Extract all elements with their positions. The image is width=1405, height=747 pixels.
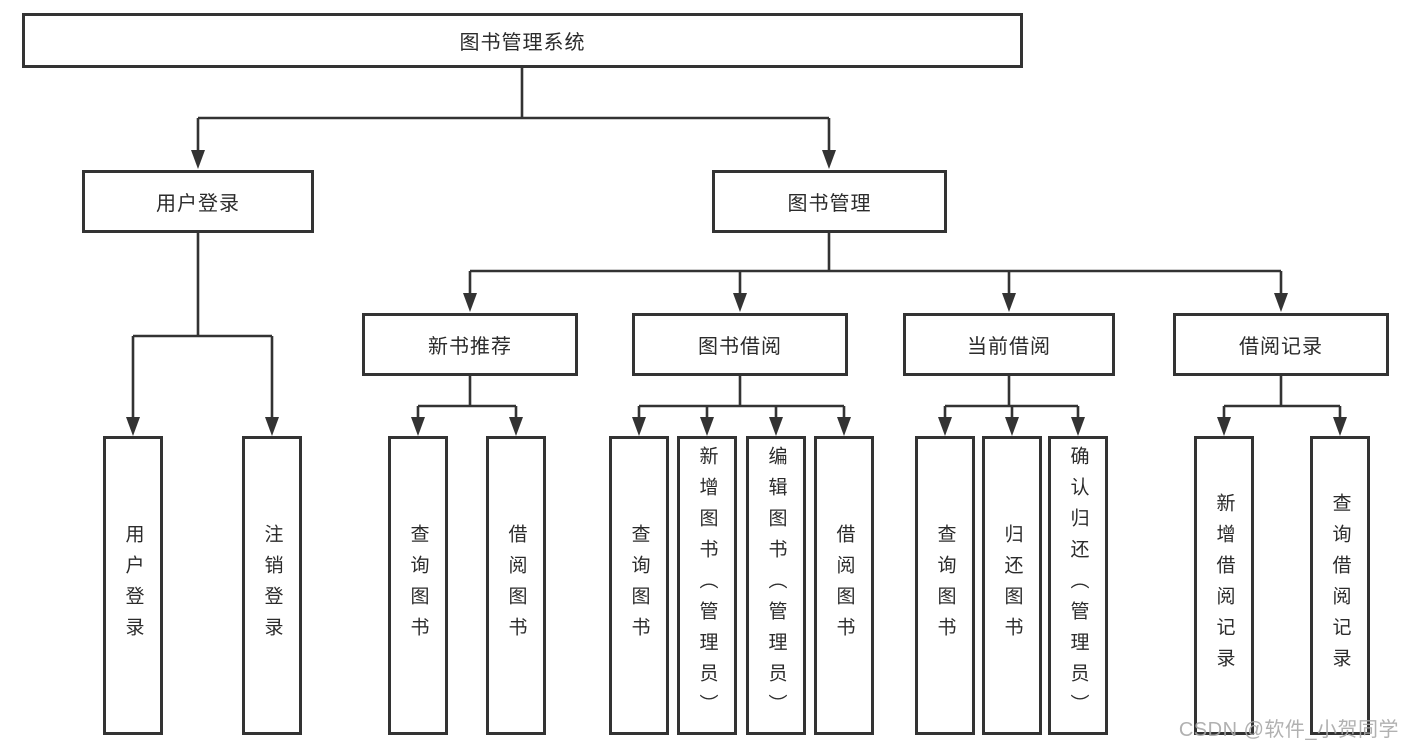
watermark-text: CSDN @软件_小贺同学 bbox=[1178, 719, 1399, 741]
arrowhead-down-icon bbox=[1071, 417, 1085, 436]
leaf-confirm-return-admin: 确认归还（管理员） bbox=[1048, 436, 1108, 735]
connector-line bbox=[468, 233, 1283, 295]
node-book-management: 图书管理 bbox=[712, 170, 947, 233]
arrowhead-down-icon bbox=[126, 417, 140, 436]
leaf-add-borrow-record: 新增借阅记录 bbox=[1194, 436, 1254, 735]
arrowhead-down-icon bbox=[1333, 417, 1347, 436]
leaf-logout: 注销登录 bbox=[242, 436, 302, 735]
leaf-label: 确认归还（管理员） bbox=[1067, 446, 1089, 725]
leaf-label: 借阅图书 bbox=[505, 523, 527, 648]
arrowhead-down-icon bbox=[733, 293, 747, 312]
connector-root-to-level2 bbox=[191, 68, 836, 169]
connector-line bbox=[131, 233, 274, 419]
leaf-query-books-current: 查询图书 bbox=[915, 436, 975, 735]
leaf-label: 查询图书 bbox=[628, 523, 650, 648]
node-user-login: 用户登录 bbox=[82, 170, 314, 233]
leaf-label: 查询借阅记录 bbox=[1329, 492, 1351, 679]
connector-line bbox=[196, 68, 831, 152]
leaf-label: 编辑图书（管理员） bbox=[765, 446, 787, 725]
leaf-label: 查询图书 bbox=[934, 523, 956, 648]
leaf-borrow-books: 借阅图书 bbox=[814, 436, 874, 735]
node-label: 借阅记录 bbox=[1239, 336, 1323, 358]
arrowhead-down-icon bbox=[769, 417, 783, 436]
node-current-borrow: 当前借阅 bbox=[903, 313, 1115, 376]
node-label: 新书推荐 bbox=[428, 336, 512, 358]
leaf-query-books-borrow: 查询图书 bbox=[609, 436, 669, 735]
arrowhead-down-icon bbox=[1005, 417, 1019, 436]
leaf-label: 新增借阅记录 bbox=[1213, 492, 1235, 679]
arrowhead-down-icon bbox=[1274, 293, 1288, 312]
node-borrow-records: 借阅记录 bbox=[1173, 313, 1389, 376]
arrowhead-down-icon bbox=[463, 293, 477, 312]
node-label: 用户登录 bbox=[156, 193, 240, 215]
leaf-borrow-books-recommend: 借阅图书 bbox=[486, 436, 546, 735]
node-root: 图书管理系统 bbox=[22, 13, 1023, 68]
node-new-book-recommend: 新书推荐 bbox=[362, 313, 578, 376]
leaf-label: 用户登录 bbox=[122, 523, 144, 648]
leaf-return-book: 归还图书 bbox=[982, 436, 1042, 735]
connector-userlogin-children bbox=[126, 233, 279, 436]
leaf-label: 归还图书 bbox=[1001, 523, 1023, 648]
node-label: 图书借阅 bbox=[698, 336, 782, 358]
leaf-label: 查询图书 bbox=[407, 523, 429, 648]
arrowhead-down-icon bbox=[938, 417, 952, 436]
connector-line bbox=[1222, 376, 1342, 419]
arrowhead-down-icon bbox=[1002, 293, 1016, 312]
connector-currentborrow-children bbox=[938, 376, 1085, 436]
arrowhead-down-icon bbox=[822, 150, 836, 169]
arrowhead-down-icon bbox=[411, 417, 425, 436]
arrowhead-down-icon bbox=[632, 417, 646, 436]
connector-line bbox=[943, 376, 1080, 419]
connector-newbook-children bbox=[411, 376, 523, 436]
arrowhead-down-icon bbox=[191, 150, 205, 169]
arrowhead-down-icon bbox=[1217, 417, 1231, 436]
arrowhead-down-icon bbox=[509, 417, 523, 436]
leaf-query-borrow-record: 查询借阅记录 bbox=[1310, 436, 1370, 735]
leaf-user-login: 用户登录 bbox=[103, 436, 163, 735]
node-root-label: 图书管理系统 bbox=[459, 32, 586, 54]
node-label: 当前借阅 bbox=[967, 336, 1051, 358]
leaf-add-book-admin: 新增图书（管理员） bbox=[677, 436, 737, 735]
leaf-label: 新增图书（管理员） bbox=[696, 446, 718, 725]
node-book-borrow: 图书借阅 bbox=[632, 313, 848, 376]
arrowhead-down-icon bbox=[265, 417, 279, 436]
leaf-edit-book-admin: 编辑图书（管理员） bbox=[746, 436, 806, 735]
connector-line bbox=[637, 376, 846, 419]
leaf-label: 注销登录 bbox=[261, 523, 283, 648]
arrowhead-down-icon bbox=[700, 417, 714, 436]
connector-bookmgmt-to-level3 bbox=[463, 233, 1288, 312]
connector-line bbox=[416, 376, 518, 419]
connector-borrowrecords-children bbox=[1217, 376, 1347, 436]
arrowhead-down-icon bbox=[837, 417, 851, 436]
leaf-label: 借阅图书 bbox=[833, 523, 855, 648]
leaf-query-books-recommend: 查询图书 bbox=[388, 436, 448, 735]
connector-bookborrow-children bbox=[632, 376, 851, 436]
node-label: 图书管理 bbox=[787, 193, 872, 215]
